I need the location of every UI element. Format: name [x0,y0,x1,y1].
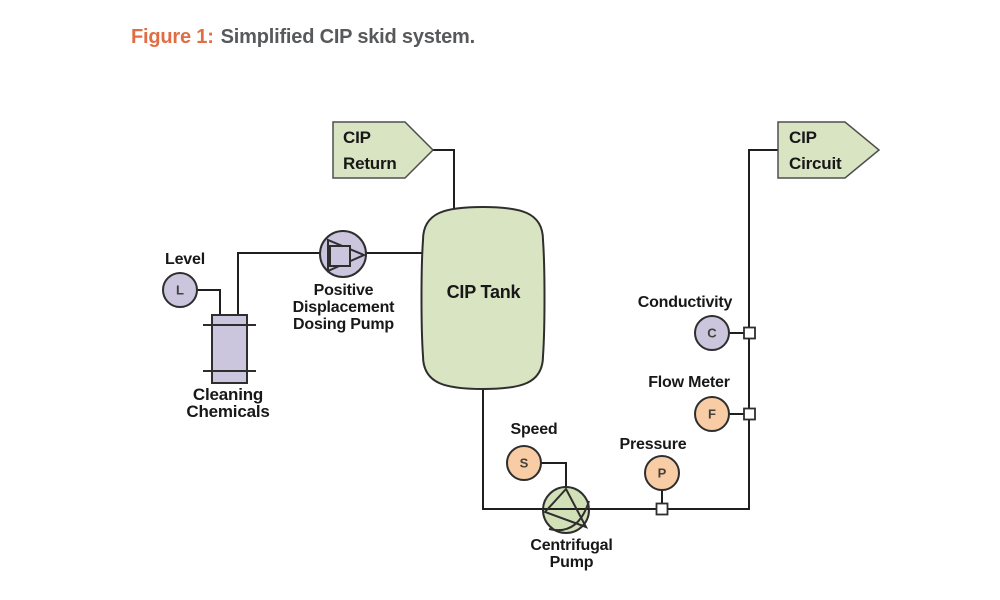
pressure-label: Pressure [619,436,687,453]
dosing-pump-square [329,245,351,267]
cip-tank-label: CIP Tank [446,282,521,302]
pressure-indicator-circle [644,455,680,491]
conductivity-junction [743,326,756,340]
centrifugal-pump-symbol [542,486,590,534]
cip-circuit-banner [777,121,881,179]
centrifugal-pump-impeller [543,487,589,529]
dosing-pump-label: Positive Displacement Dosing Pump [292,282,395,333]
conductivity-label: Conductivity [637,294,733,311]
cleaning-chemicals-label: Cleaning Chemicals [186,385,270,421]
flowmeter-indicator-circle [694,396,730,432]
figure-caption: Simplified CIP skid system. [220,26,476,48]
pipe-return-to-tank [433,149,455,215]
level-letter: L [176,283,184,298]
centrifugal-pump-volute [548,500,590,532]
pipe-speed-to-pump [541,462,567,490]
figure-number: Figure 1: [131,26,214,48]
speed-label: Speed [510,421,558,438]
cip-circuit-label: CIP Circuit [789,128,842,173]
conductivity-letter: C [707,326,717,341]
flow-meter-label: Flow Meter [648,374,730,391]
centrifugal-pump-label: Centrifugal Pump [530,537,613,571]
cip-return-banner [332,121,435,179]
level-label: Level [165,251,205,268]
pipe-level-to-chemicals [197,289,221,318]
level-indicator-circle [162,272,198,308]
pipes [197,149,779,510]
flowmeter-junction [743,407,756,421]
pressure-letter: P [658,466,667,481]
speed-letter: S [520,456,529,471]
conductivity-indicator-circle [694,315,730,351]
flowmeter-letter: F [708,407,716,422]
pipe-tank-to-circuit [482,149,779,510]
pressure-junction [655,502,669,516]
speed-indicator-circle [506,445,542,481]
dosing-pump-symbol [319,230,367,278]
cip-return-label: CIP Return [343,128,397,173]
cip-tank-shape [420,205,546,391]
figure-title: Figure 1: Simplified CIP skid system. [131,26,475,49]
